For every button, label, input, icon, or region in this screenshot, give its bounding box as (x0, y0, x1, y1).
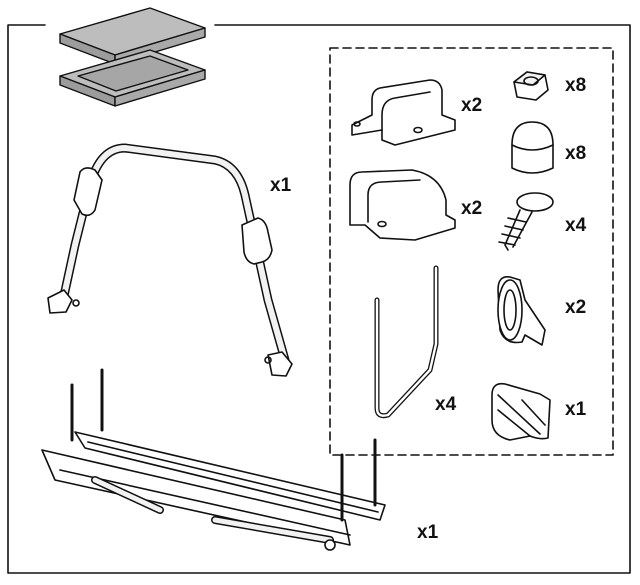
outer-frame (7, 24, 631, 574)
qty-cap-nut: x8 (565, 143, 587, 164)
qty-strap-roll-a: x2 (565, 297, 587, 318)
u-bolt-icon (374, 265, 439, 419)
bracket-clip-icon (349, 169, 456, 241)
strap-roll-icon (497, 275, 546, 346)
qty-hex-nut: x8 (565, 75, 587, 96)
qty-u-bolt: x4 (435, 394, 457, 415)
pad-box-icon (59, 7, 206, 107)
bracket-clip-icon (351, 79, 456, 146)
qty-strap-roll-b: x1 (565, 399, 587, 420)
qty-base-rack: x1 (417, 522, 439, 543)
qty-bracket-clip-a: x2 (461, 95, 483, 116)
qty-bracket-clip-b: x2 (461, 198, 483, 219)
cap-nut-icon (511, 121, 554, 174)
hardware-box (329, 47, 614, 456)
strap-roll-icon (491, 382, 551, 441)
qty-screw: x4 (565, 215, 587, 236)
hex-nut-icon (513, 71, 549, 101)
screw-icon (498, 192, 554, 251)
frame-bar-icon (47, 143, 293, 377)
base-rack-icon (41, 368, 386, 551)
qty-frame-bar: x1 (270, 175, 292, 196)
